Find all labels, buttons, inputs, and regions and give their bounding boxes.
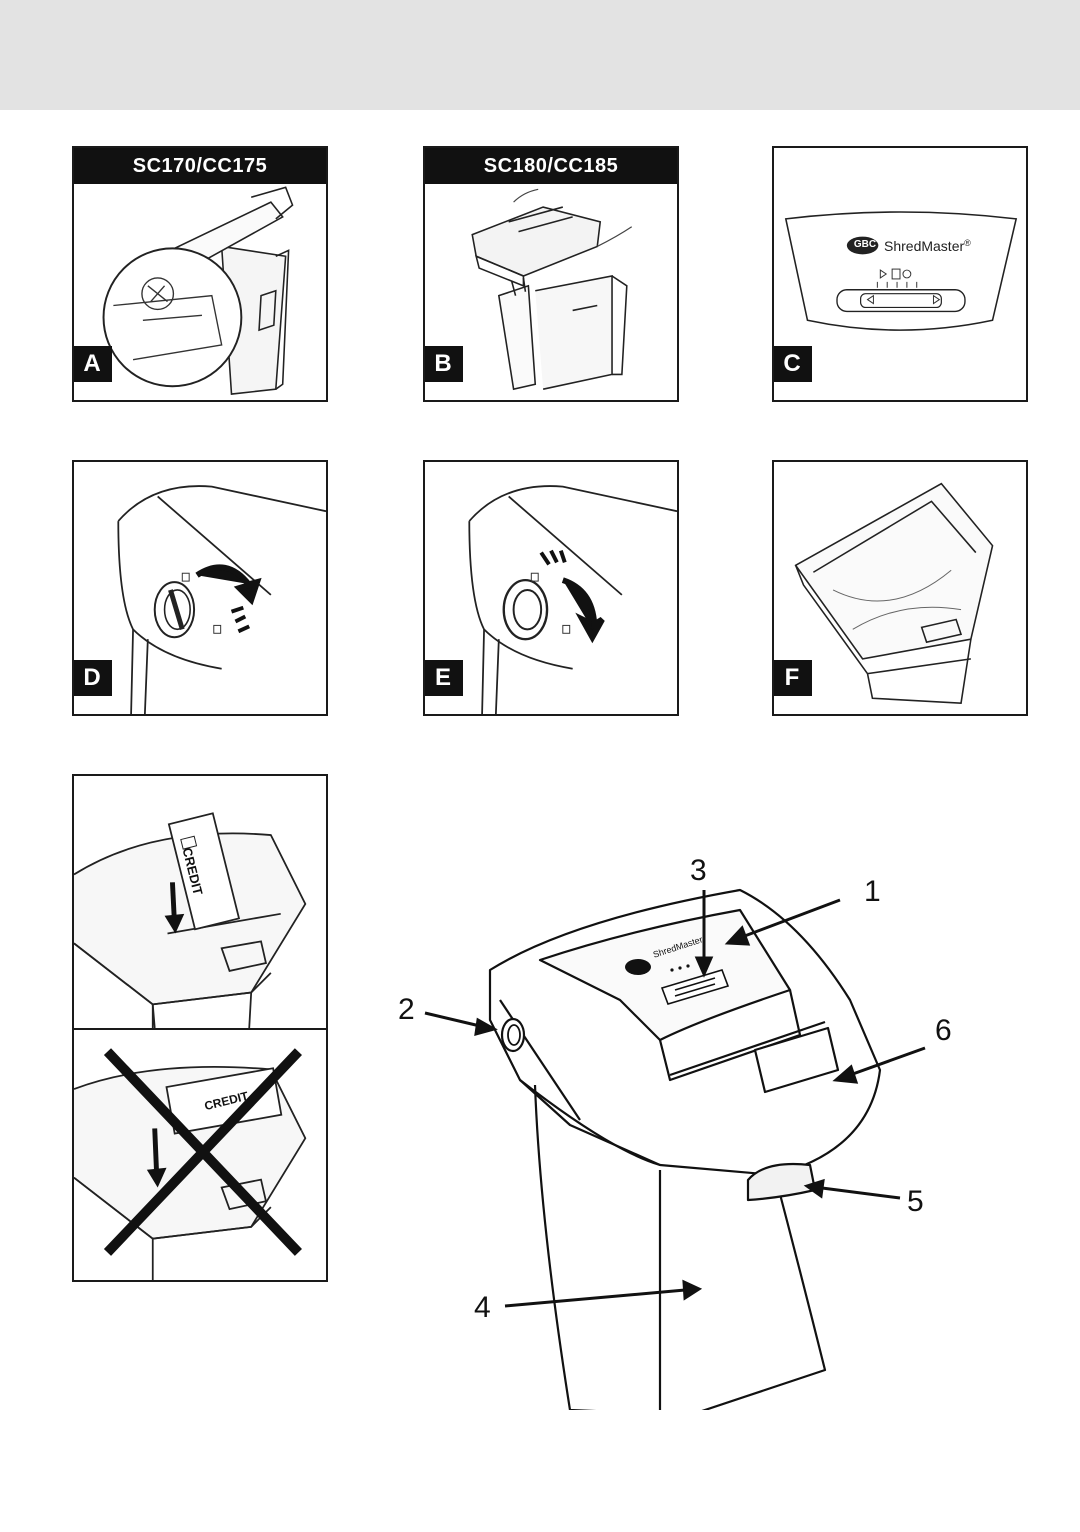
callout-3: 3 (690, 854, 707, 887)
callout-2: 2 (398, 993, 415, 1026)
callout-6: 6 (935, 1014, 952, 1047)
figure-d-panel: D (72, 460, 328, 716)
bin-assembly-illustration (471, 188, 633, 391)
model-header-sc180: SC180/CC185 (425, 148, 677, 184)
brand-name: ShredMaster (884, 238, 965, 254)
card-insert-wrong-panel: CREDIT (72, 1028, 328, 1282)
dial-unlock-illustration (468, 485, 677, 714)
callout-1: 1 (864, 875, 881, 908)
figure-label-e: E (425, 660, 463, 696)
figure-label-d: D (74, 660, 112, 696)
callout-4: 4 (474, 1291, 491, 1324)
brand-logo-text: GBC (853, 239, 877, 250)
figure-a-panel: SC170/CC175 A (72, 146, 328, 402)
bag-fitting-illustration (794, 482, 994, 704)
shredder-overview-illustration (424, 888, 926, 1410)
figure-f-panel: F (772, 460, 1028, 716)
prohibited-cross (103, 1048, 302, 1256)
figure-e-panel: E (423, 460, 679, 716)
lid-removal-illustration (102, 186, 294, 395)
figure-c-panel: GBC ShredMaster® C (772, 146, 1028, 402)
brand-name-line: ShredMaster® (884, 238, 971, 254)
callout-5: 5 (907, 1185, 924, 1218)
dial-lock-illustration (117, 485, 326, 714)
figure-label-c: C (774, 346, 812, 382)
header-band (0, 0, 1080, 110)
card-insert-wrong-illustration (74, 1048, 307, 1280)
card-insert-correct-illustration (74, 812, 307, 1028)
figure-label-b: B (425, 346, 463, 382)
figure-label-a: A (74, 346, 112, 382)
card-insert-correct-panel: CREDIT (72, 774, 328, 1030)
brand-trademark: ® (964, 238, 971, 248)
control-panel-illustration (784, 211, 1018, 331)
figure-label-f: F (774, 660, 812, 696)
model-header-sc170: SC170/CC175 (74, 148, 326, 184)
figure-b-panel: SC180/CC185 B (423, 146, 679, 402)
